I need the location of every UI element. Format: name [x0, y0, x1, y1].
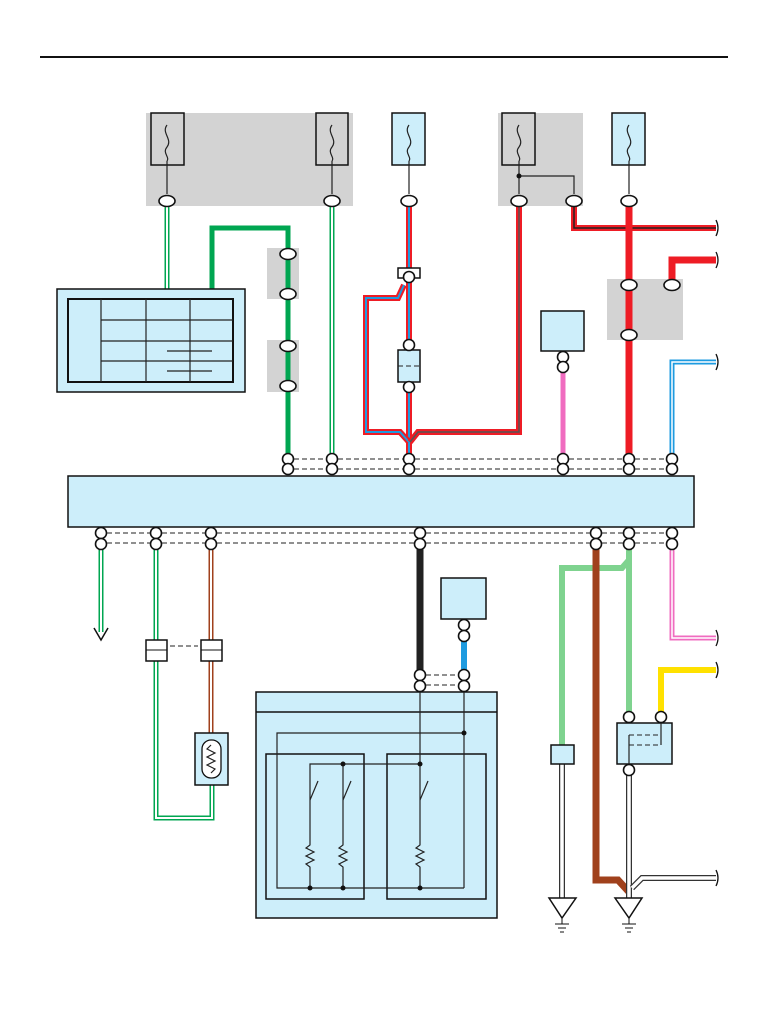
connector-pin: [413, 526, 427, 540]
connector-oval: [620, 328, 638, 342]
connector-pin: [325, 462, 339, 476]
connector-pin: [204, 537, 218, 551]
connector-pin: [149, 526, 163, 540]
sensor-module-top: [540, 310, 585, 352]
connector-pin: [402, 338, 416, 352]
fuse-1: [150, 112, 185, 166]
connector-pin: [94, 537, 108, 551]
connector-pin: [413, 668, 427, 682]
connector-pin: [402, 270, 416, 284]
connector-pin: [281, 462, 295, 476]
connector-pin: [149, 537, 163, 551]
connector-pin: [622, 462, 636, 476]
fuse-leads: [166, 161, 630, 194]
inline-connector-right: [200, 639, 223, 662]
connector-pin: [665, 462, 679, 476]
connector-pin: [457, 679, 471, 693]
connector-oval: [400, 194, 418, 208]
connector-pin: [654, 710, 668, 724]
relay-module: [616, 722, 673, 765]
main-control-unit: [67, 475, 695, 528]
connector-pin: [622, 526, 636, 540]
connector-pin: [94, 526, 108, 540]
fuse-5: [611, 112, 646, 166]
wire-red-black: [407, 206, 522, 444]
connector-pin: [204, 526, 218, 540]
connector-oval: [510, 194, 528, 208]
inline-connector-left: [145, 639, 168, 662]
sensor-module-bottom: [440, 577, 487, 620]
wire-blue: [669, 359, 716, 455]
connector-oval: [620, 278, 638, 292]
connector-oval: [620, 194, 638, 208]
wire-continuation-marks: [715, 219, 719, 887]
connector-pins: [94, 194, 681, 777]
wire-red-black: [571, 206, 716, 231]
connector-pin: [665, 526, 679, 540]
connector-pin: [413, 679, 427, 693]
switch-module: [255, 691, 498, 919]
connector-oval: [663, 278, 681, 292]
connector-pin: [402, 462, 416, 476]
connector-oval: [565, 194, 583, 208]
connector-pin: [589, 526, 603, 540]
connector-pin: [622, 763, 636, 777]
left-module: [56, 288, 246, 393]
fuse-2: [315, 112, 349, 166]
connector-pin: [589, 537, 603, 551]
wire-red: [668, 256, 716, 285]
connector-pin: [457, 629, 471, 643]
connector-pin: [457, 668, 471, 682]
connector-oval: [279, 339, 297, 353]
connector-pin: [457, 618, 471, 632]
connector-pin: [622, 537, 636, 551]
fuse-4: [501, 112, 536, 166]
connector-oval: [279, 379, 297, 393]
ground-icon: [613, 897, 644, 933]
connector-pin: [556, 360, 570, 374]
fuse-3: [391, 112, 426, 166]
wire-pink-striped: [669, 548, 716, 641]
connector-pin: [413, 537, 427, 551]
connector-pin: [402, 380, 416, 394]
connector-oval: [279, 247, 297, 261]
connector-pin: [622, 710, 636, 724]
thermistor-sensor: [194, 732, 229, 786]
connector-pin: [556, 462, 570, 476]
arrow-down-icon: [93, 627, 109, 642]
wire-light-green: [559, 548, 632, 745]
wire-yellow: [658, 667, 716, 717]
inline-diode: [397, 349, 421, 383]
ground-icon: [547, 897, 578, 933]
connector-pin: [665, 537, 679, 551]
connector-oval: [279, 287, 297, 301]
splice-point: [516, 173, 522, 179]
connector-oval: [323, 194, 341, 208]
connector-oval: [158, 194, 176, 208]
wire-brown: [592, 548, 632, 895]
inline-junction: [550, 744, 575, 765]
